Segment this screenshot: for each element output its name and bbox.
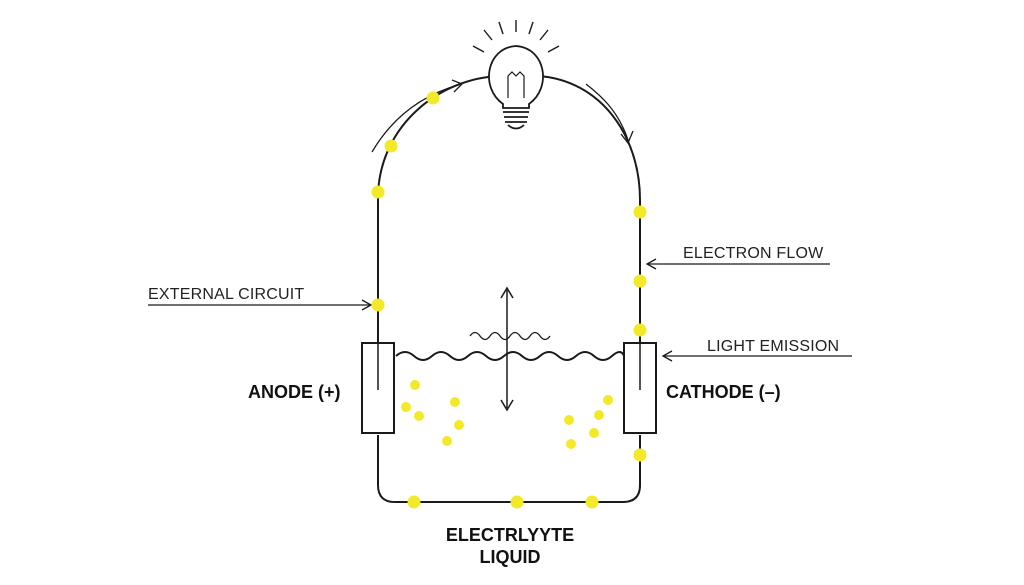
electron (384, 139, 398, 153)
electron (589, 428, 599, 438)
double-arrow-icon (500, 286, 514, 412)
electrolyte-surface (395, 351, 625, 361)
electron (603, 395, 613, 405)
electron-flow-leader-arrow (645, 258, 830, 270)
flow-arrow-right (585, 83, 629, 141)
flow-arrow-left (371, 84, 459, 153)
electron (585, 495, 599, 509)
electron (450, 397, 460, 407)
electron (633, 448, 647, 462)
external-circuit-label: EXTERNAL CIRCUIT (148, 286, 305, 303)
electron (633, 274, 647, 288)
bottom-wire (377, 435, 641, 503)
electron (371, 185, 385, 199)
electron (401, 402, 411, 412)
electron (564, 415, 574, 425)
electron (510, 495, 524, 509)
cathode-label: CATHODE (–) (666, 382, 781, 402)
electron (414, 411, 424, 421)
electron (454, 420, 464, 430)
light-wave-icon (469, 331, 551, 341)
electron (442, 436, 452, 446)
electron (566, 439, 576, 449)
electrolyte-label-line2: LIQUID (479, 547, 541, 567)
electron (407, 495, 421, 509)
electron (426, 91, 440, 105)
electron (633, 205, 647, 219)
light-emission-leader-arrow (661, 350, 852, 362)
external-circuit-leader-arrow (148, 299, 373, 311)
electron (594, 410, 604, 420)
light-emission-label: LIGHT EMISSION (707, 338, 840, 355)
electron (410, 380, 420, 390)
electron (633, 323, 647, 337)
anode-label: ANODE (+) (248, 382, 341, 402)
electron (371, 298, 385, 312)
light-bulb-icon (472, 20, 560, 130)
electron-flow-label: ELECTRON FLOW (683, 245, 824, 262)
electron-particles (371, 91, 647, 509)
electrolyte-label-line1: ELECTRLYYTE (445, 525, 575, 545)
